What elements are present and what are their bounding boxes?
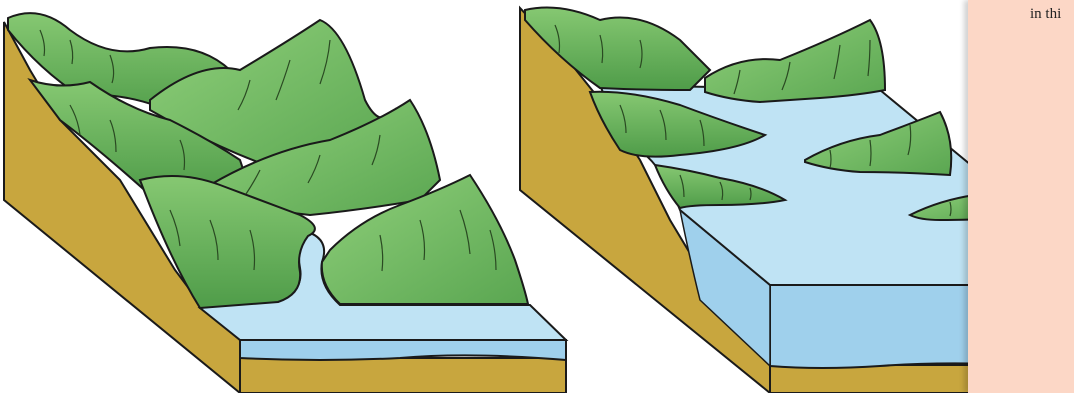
side-note-panel xyxy=(968,0,1074,393)
river-valley-block xyxy=(4,13,566,393)
right-hill-back-peak xyxy=(705,20,885,102)
left-block-front-water xyxy=(240,340,566,360)
side-note-text: in thi xyxy=(1030,6,1074,23)
left-block-front-ground xyxy=(240,358,566,393)
